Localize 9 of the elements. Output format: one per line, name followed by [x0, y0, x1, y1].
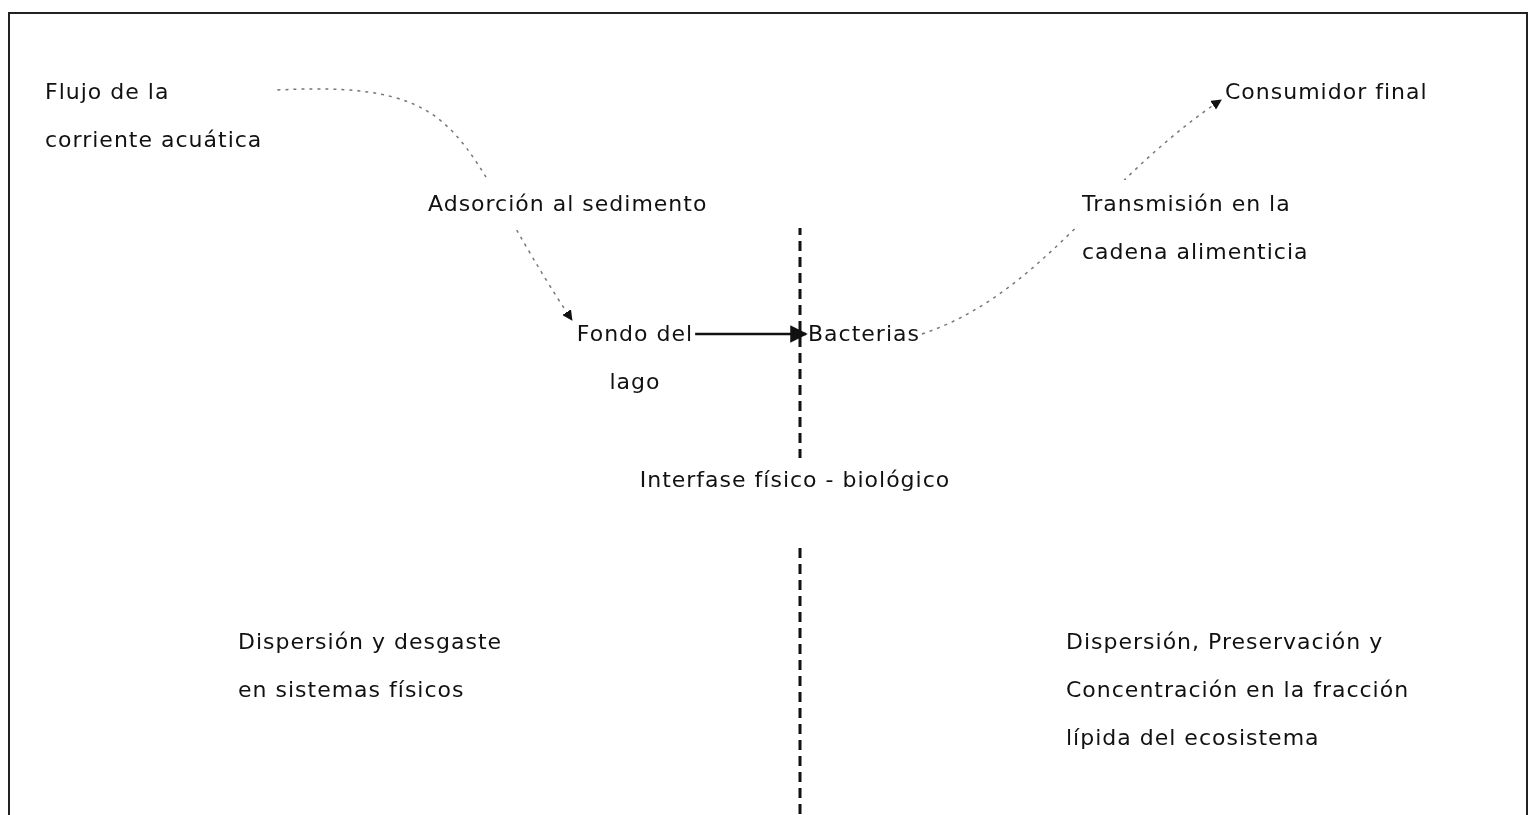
node-label: Bacterias [808, 310, 958, 358]
arrow [695, 325, 808, 343]
note-text: Dispersión, Preservación y Concentración en la fracción lípida del ecosistema [1066, 628, 1411, 752]
note-text: Interfase físico - biológico [638, 466, 952, 494]
note-text: Dispersión y desgaste en sistemas físicos [238, 628, 504, 704]
node-label: Fondo del lago [560, 310, 710, 406]
arrow [276, 88, 573, 321]
node-label: Consumidor final [1225, 68, 1485, 116]
node-label: Flujo de la corriente acuática [45, 68, 270, 164]
